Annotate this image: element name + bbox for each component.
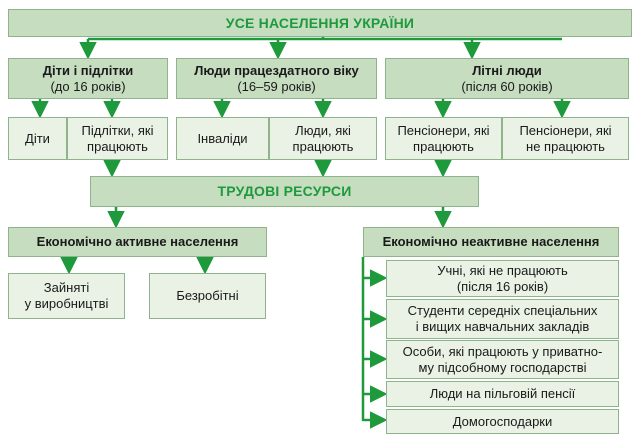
inactive-population-box: Економічно неактивне населення <box>363 227 619 257</box>
all-population-box: УСЕ НАСЕЛЕННЯ УКРАЇНИ <box>8 9 632 37</box>
unemployed-label: Безробітні <box>176 288 239 304</box>
nonworking-pensioners-line2: не працюють <box>526 138 605 154</box>
children-subgroup-label: Діти <box>25 130 50 146</box>
inactive-item-2-line1: Студенти середніх спеціальних <box>407 303 598 319</box>
working-pensioners-box: Пенсіонери, які працюють <box>385 117 502 160</box>
working-people-box: Люди, які працюють <box>269 117 377 160</box>
children-group-title: Діти і підлітки <box>42 62 134 78</box>
inactive-item-1-line1: Учні, які не працюють <box>437 262 568 278</box>
inactive-item-3-line1: Особи, які працюють у приватно- <box>402 343 603 359</box>
active-population-box: Економічно активне населення <box>8 227 267 257</box>
elderly-group-age: (після 60 років) <box>461 78 553 94</box>
inactive-population-title: Економічно неактивне населення <box>382 234 600 250</box>
working-people-line1: Люди, які <box>295 122 351 138</box>
labor-resources-box: ТРУДОВІ РЕСУРСИ <box>90 176 479 207</box>
disabled-box: Інваліди <box>176 117 269 160</box>
working-teens-line2: працюють <box>87 138 148 154</box>
inactive-item-private-farming: Особи, які працюють у приватно- му підсо… <box>386 340 619 379</box>
active-population-title: Економічно активне населення <box>36 234 239 250</box>
nonworking-pensioners-line1: Пенсіонери, які <box>519 122 612 138</box>
inactive-item-housewives: Домогосподарки <box>386 409 619 434</box>
inactive-item-college-students: Студенти середніх спеціальних і вищих на… <box>386 299 619 339</box>
inactive-item-students-not-working: Учні, які не працюють (після 16 років) <box>386 260 619 297</box>
working-teens-line1: Підлітки, які <box>81 122 154 138</box>
working-age-group-box: Люди працездатного віку (16–59 років) <box>176 58 377 99</box>
working-pensioners-line1: Пенсіонери, які <box>397 122 490 138</box>
employed-line2: у виробництві <box>24 296 109 311</box>
disabled-label: Інваліди <box>197 130 248 146</box>
working-teens-box: Підлітки, які працюють <box>67 117 168 160</box>
labor-resources-label: ТРУДОВІ РЕСУРСИ <box>217 183 352 200</box>
children-group-box: Діти і підлітки (до 16 років) <box>8 58 168 99</box>
working-people-line2: працюють <box>292 138 354 154</box>
inactive-item-5-label: Домогосподарки <box>452 413 553 429</box>
elderly-group-box: Літні люди (після 60 років) <box>385 58 629 99</box>
working-pensioners-line2: працюють <box>413 138 474 154</box>
unemployed-box: Безробітні <box>149 273 266 319</box>
children-subgroup-box: Діти <box>8 117 67 160</box>
elderly-group-title: Літні люди <box>472 62 542 78</box>
inactive-item-3-line2: му підсобному господарстві <box>418 359 587 375</box>
all-population-label: УСЕ НАСЕЛЕННЯ УКРАЇНИ <box>225 14 415 31</box>
employed-box: Зайняті у виробництві <box>8 273 125 319</box>
employed-line1: Зайняті <box>43 280 90 296</box>
nonworking-pensioners-box: Пенсіонери, які не працюють <box>502 117 629 160</box>
inactive-item-1-line2: (після 16 років) <box>456 278 549 294</box>
inactive-item-2-line2: і вищих навчальних закладів <box>415 319 590 334</box>
working-age-group-age: (16–59 років) <box>237 78 316 94</box>
children-group-age: (до 16 років) <box>50 78 126 94</box>
working-age-group-title: Люди працездатного віку <box>194 62 359 78</box>
inactive-item-4-label: Люди на пільговій пенсії <box>429 386 576 402</box>
inactive-item-preferential-pension: Люди на пільговій пенсії <box>386 381 619 407</box>
